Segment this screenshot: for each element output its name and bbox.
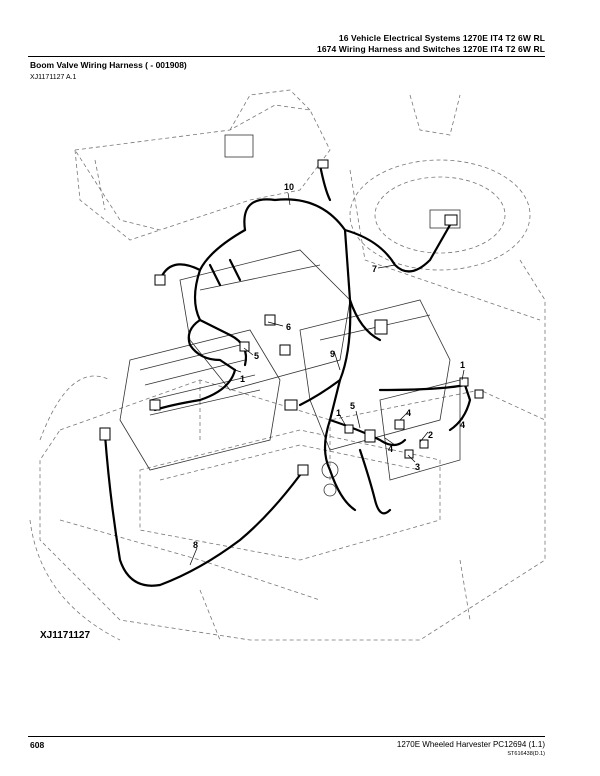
header-section-line: 16 Vehicle Electrical Systems 1270E IT4 …	[338, 33, 545, 43]
callout-5: 5	[254, 351, 259, 361]
callout-2: 2	[428, 430, 433, 440]
header-rule	[28, 56, 545, 57]
callout-1: 1	[336, 408, 341, 418]
page-number: 608	[30, 740, 45, 750]
figure-reference: XJ1171127 A.1	[30, 74, 77, 81]
callout-4: 4	[406, 408, 411, 418]
footer-doc-code: ST616438(D.1)	[507, 751, 545, 757]
callout-3: 3	[415, 462, 420, 472]
callout-1: 1	[240, 374, 245, 384]
figure-id-label: XJ1171127	[40, 630, 91, 641]
callout-4: 4	[460, 420, 465, 430]
callout-4: 4	[388, 444, 393, 454]
header-group-line: 1674 Wiring Harness and Switches 1270E I…	[317, 44, 545, 54]
callout-9: 9	[330, 349, 335, 359]
callout-8: 8	[193, 540, 198, 550]
callout-6: 6	[286, 322, 291, 332]
page-title: Boom Valve Wiring Harness ( - 001908)	[30, 60, 187, 70]
callout-5: 5	[350, 401, 355, 411]
callout-7: 7	[372, 264, 377, 274]
footer-rule	[28, 736, 545, 737]
callout-1: 1	[460, 360, 465, 370]
footer-product-info: 1270E Wheeled Harvester PC12694 (1.1)	[396, 740, 545, 749]
callout-10: 10	[284, 182, 294, 192]
callout-numbers: 10 7 6 5 1 9 1 5 4 4 2 3 8 1 4	[193, 182, 465, 550]
wiring-harness-illustration: 10 7 6 5 1 9 1 5 4 4 2 3 8 1 4	[29, 89, 546, 641]
